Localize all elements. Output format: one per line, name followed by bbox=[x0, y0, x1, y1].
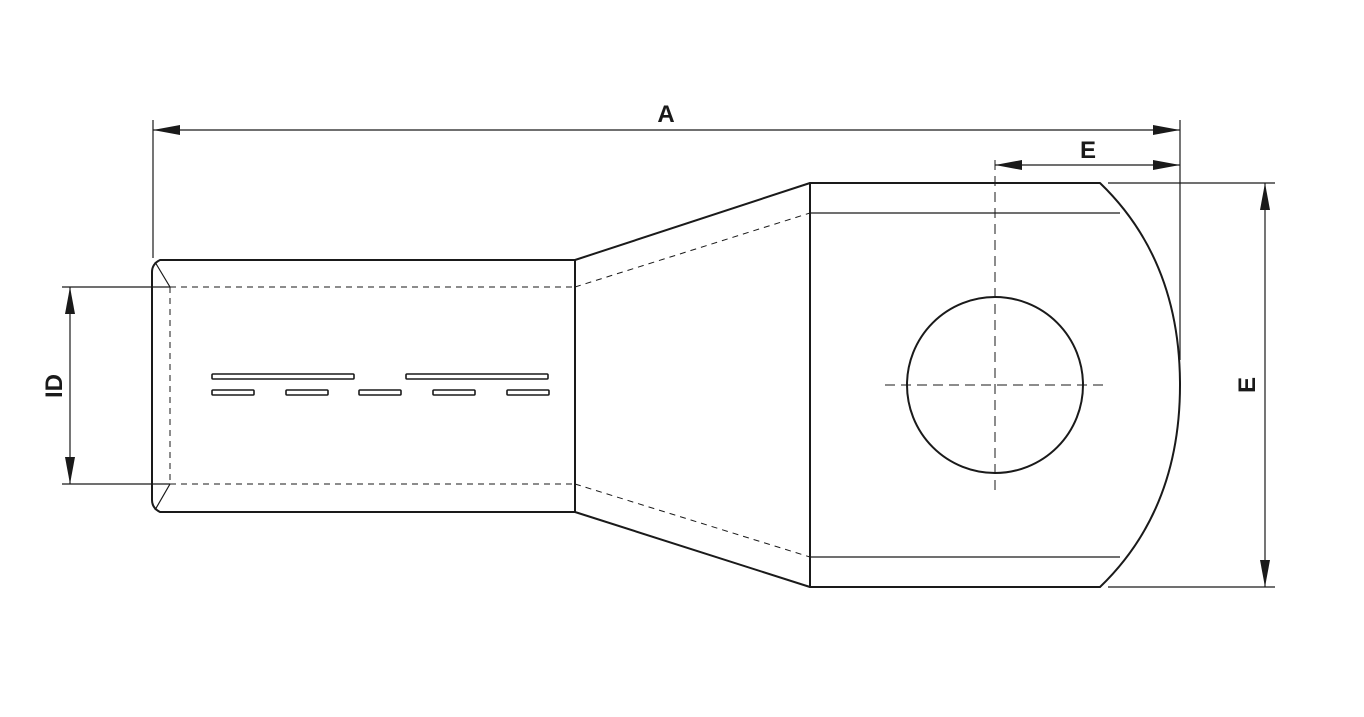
dimension-e-offset: E bbox=[995, 137, 1180, 170]
dimension-id: ID bbox=[41, 286, 170, 485]
stud-hole bbox=[885, 160, 1105, 495]
dimension-e-offset-label: E bbox=[1080, 137, 1096, 164]
barrel-marking-slots bbox=[211, 373, 550, 396]
dimension-a-label: A bbox=[657, 101, 674, 128]
dimension-e-width-label: E bbox=[1234, 377, 1261, 393]
dimension-a: A bbox=[152, 101, 1181, 360]
taper-transition bbox=[574, 182, 811, 588]
dimension-e-width: E bbox=[1108, 182, 1275, 588]
barrel bbox=[151, 259, 576, 513]
palm bbox=[809, 182, 1181, 588]
dimension-id-label: ID bbox=[41, 374, 68, 398]
